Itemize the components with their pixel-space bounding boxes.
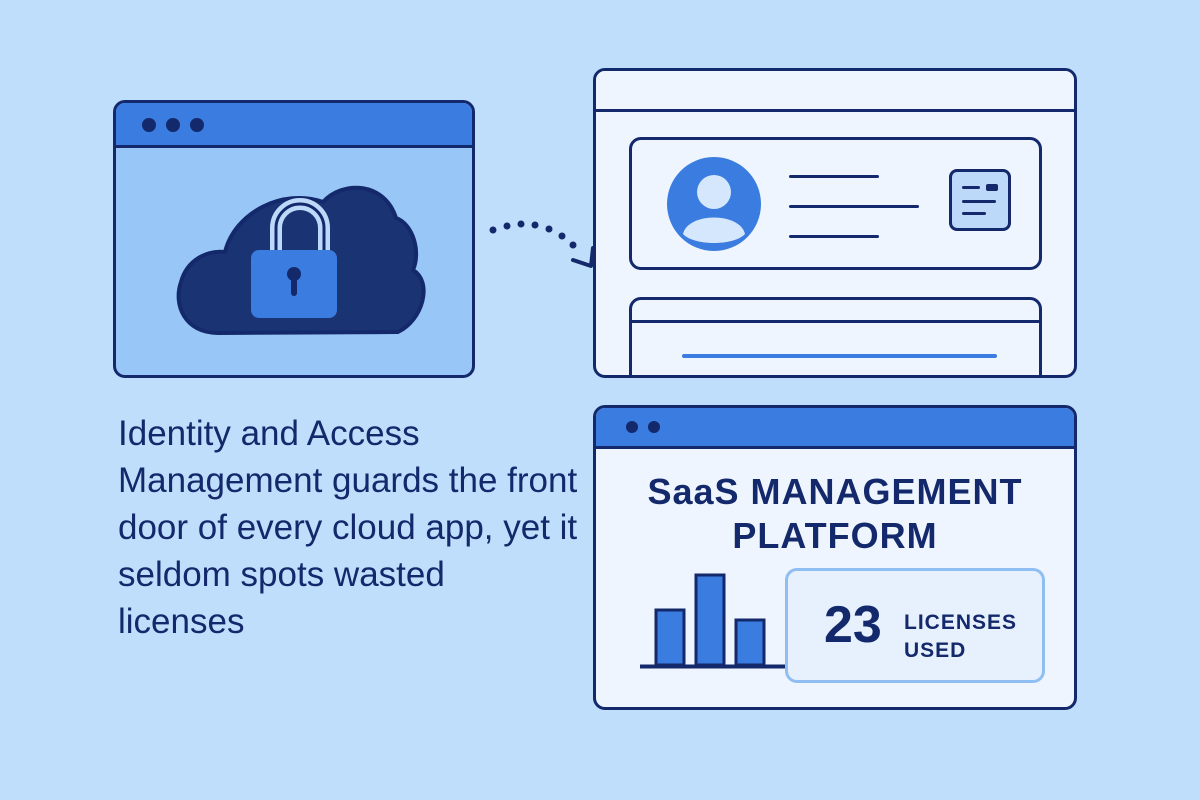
chart-bar: [734, 618, 766, 667]
id-card-line: [962, 200, 996, 203]
chart-bar: [654, 608, 686, 667]
window-dot: [190, 118, 204, 132]
profile-card: [629, 137, 1042, 270]
user-profile-window: [593, 68, 1077, 378]
license-usage-box: 23 LICENSES USED: [785, 568, 1045, 683]
license-label: LICENSES USED: [904, 611, 1018, 662]
saas-title: SaaS MANAGEMENT PLATFORM: [647, 471, 1023, 556]
user-avatar-icon: [667, 157, 761, 251]
window-dot: [626, 421, 638, 433]
text-line: [789, 175, 879, 178]
chart-bar: [694, 573, 726, 667]
cloud-lock-icon: [176, 185, 426, 335]
id-card-chip: [986, 184, 998, 191]
saas-management-window: SaaS MANAGEMENT PLATFORM 23 LICENSES USE…: [593, 405, 1077, 710]
window-titlebar: [116, 103, 472, 148]
progress-line: [682, 354, 997, 358]
id-card-line: [962, 212, 986, 215]
card-divider: [632, 320, 1039, 323]
text-line: [789, 235, 879, 238]
cloud-security-window: [113, 100, 475, 378]
id-card-line: [962, 186, 980, 189]
id-card-icon: [949, 169, 1011, 231]
window-titlebar: [596, 71, 1074, 112]
caption-text: Identity and Access Management guards th…: [118, 414, 578, 641]
settings-card: [629, 297, 1042, 375]
window-dot: [166, 118, 180, 132]
license-count: 23: [824, 596, 882, 654]
license-bar-chart: [640, 573, 785, 669]
dotted-arrow-icon: [489, 220, 595, 268]
text-line: [789, 205, 919, 208]
window-dot: [142, 118, 156, 132]
window-dot: [648, 421, 660, 433]
window-titlebar: [596, 408, 1074, 449]
